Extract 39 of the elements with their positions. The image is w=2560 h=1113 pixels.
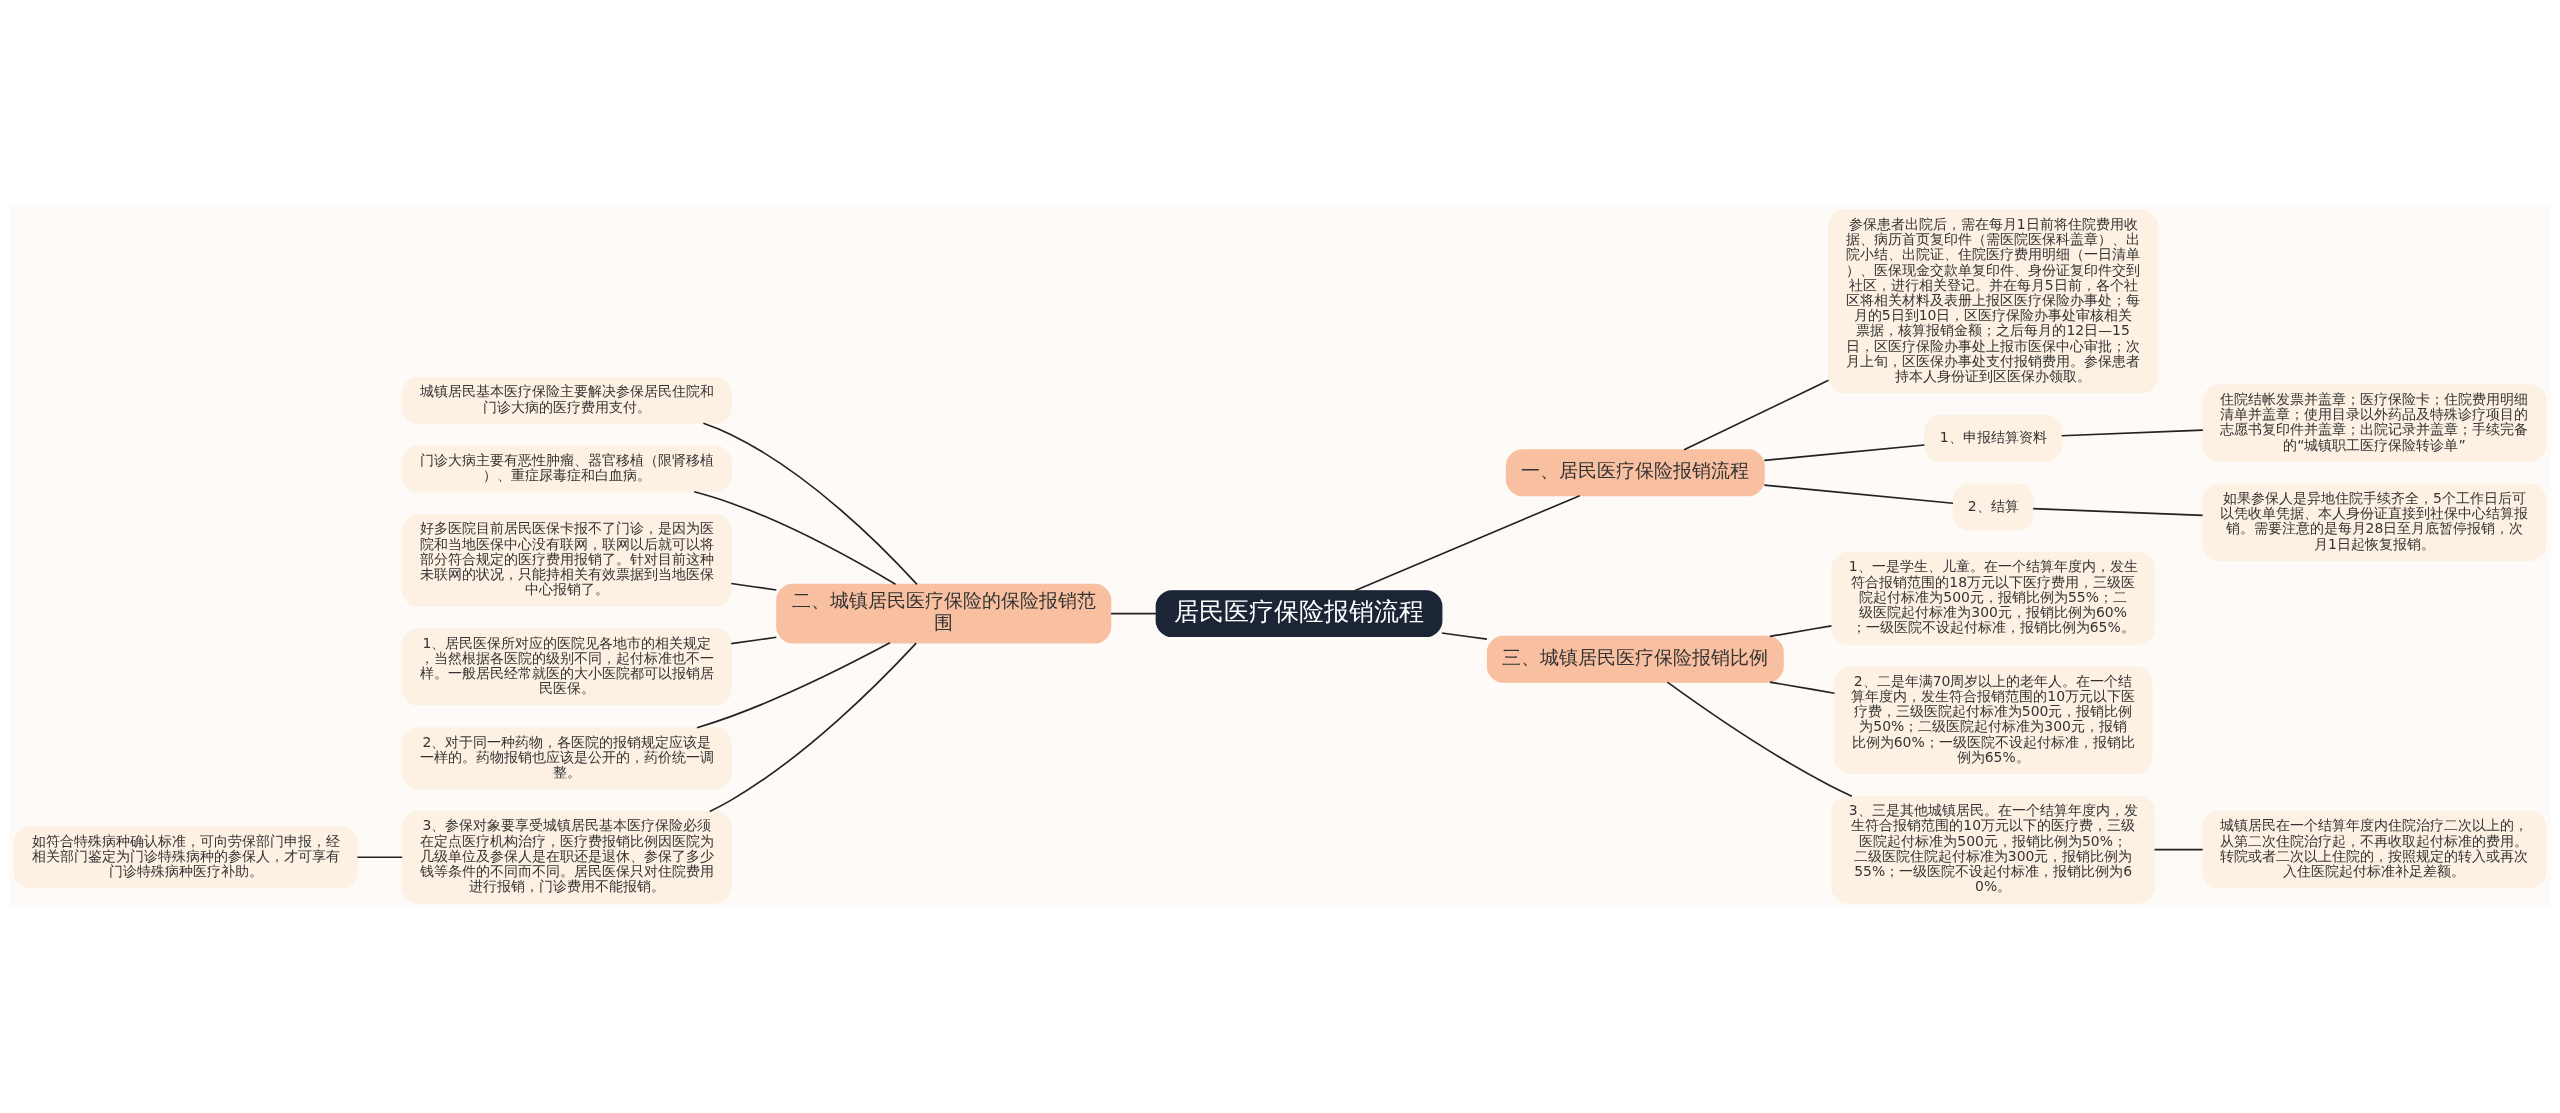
- connector: [1769, 681, 1836, 695]
- connector: [356, 856, 404, 859]
- connector: [730, 636, 778, 645]
- node-box: 3、参保对象要享受城镇居民基本医疗保险必须在定点医疗机构治疗，医疗费报销比例因医院为几级单位及参保人是在职还是退休、参保了多少钱等条件的不同而不同。居民医保只对住院费用进行报销，门诊费用不能报销。: [401, 810, 732, 904]
- connector: [696, 642, 891, 729]
- node-box: 门诊大病主要有恶性肿瘤、器官移植（限肾移植）、重症尿毒症和白血病。: [401, 445, 732, 493]
- connector: [708, 642, 917, 813]
- connector: [1110, 612, 1157, 615]
- node-box: 1、居民医保所对应的医院见各地市的相关规定，当然根据各医院的级别不同，起付标准也不一样。一般居民经常就医的大小医院都可以报销居民医保。: [401, 628, 732, 706]
- node-box: 城镇居民基本医疗保险主要解决参保居民住院和门诊大病的医疗费用支付。: [401, 376, 732, 424]
- node-box: 三、城镇居民医疗保险报销比例: [1486, 635, 1784, 683]
- connector: [1353, 494, 1581, 592]
- node-box: 如果参保人是异地住院手续齐全，5个工作日后可以凭收单凭据、本人身份证直接到社保中心结算报销。需要注意的是每月28日至月底暂停报销，次月1日起恢复报销。: [2202, 483, 2547, 561]
- node-box: 1、一是学生、儿童。在一个结算年度内，发生符合报销范围的18万元以下医疗费用，三级医院起付标准为500元，报销比例为55%；二级医院起付标准为300元，报销比例为60%；一级医院不设起付标准，报销比例为65%。: [1831, 552, 2155, 645]
- connector: [1683, 379, 1830, 451]
- node-box: 1、申报结算资料: [1924, 415, 2063, 462]
- connector: [702, 422, 918, 586]
- connector: [2032, 507, 2204, 517]
- node-box: 2、结算: [1952, 483, 2034, 531]
- node-box: 二、城镇居民医疗保险的保险报销范围: [776, 583, 1112, 644]
- connector: [1763, 484, 1954, 505]
- connector: [2153, 848, 2204, 851]
- node-box: 好多医院目前居民医保卡报不了门诊，是因为医院和当地医保中心没有联网，联网以后就可以将部分符合规定的医疗费用报销了。针对目前这种未联网的状况，只能持相关有效票据到当地医保中心报销了。: [401, 514, 732, 607]
- node-box: 如符合特殊病种确认标准，可向劳保部门申报，经相关部门鉴定为门诊特殊病种的参保人，才可享有门诊特殊病种医疗补助。: [13, 826, 358, 889]
- node-box: 参保患者出院后，需在每月1日前将住院费用收据、病历首页复印件（需医院医保科盖章）、出院小结、出院证、住院医疗费用明细（一日清单）、医保现金交款单复印件、身份证复印件交到社区，进行相关登记。并在每月5日前，各个社区将相关材料及表册上报区医疗保险办事处；每月的5日到10日，区医疗保险办事处审核相关票据，核算报销金额；之后每月的12日—15日，区医疗保险办事处上报市医保中心审批；次月上旬，区医保办事处支付报销费用。参保患者持本人身份证到区医保办领取。: [1828, 209, 2159, 394]
- node-box: 居民医疗保险报销流程: [1155, 590, 1443, 638]
- connector: [1763, 444, 1926, 462]
- node-box: 一、居民医疗保险报销流程: [1505, 449, 1765, 497]
- node-box: 2、二是年满70周岁以上的老年人。在一个结算年度内，发生符合报销范围的10万元以下医疗费，三级医院起付标准为500元，报销比例为50%；二级医院起付标准为300元，报销比例为60%；一级医院不设起付标准，报销比例为65%。: [1833, 666, 2153, 775]
- connector: [2060, 429, 2204, 437]
- connector: [1441, 632, 1488, 640]
- node-box: 2、对于同一种药物，各医院的报销规定应该是一样的。药物报销也应该是公开的，药价统一调整。: [401, 727, 732, 790]
- connector: [730, 582, 778, 591]
- connector: [693, 490, 897, 586]
- node-box: 3、三是其他城镇居民。在一个结算年度内，发生符合报销范围的10万元以下的医疗费，三级医院起付标准为500元，报销比例为50%；二级医院住院起付标准为300元，报销比例为55%；一级医院不设起付标准，报销比例为60%。: [1831, 795, 2155, 904]
- connector: [1769, 625, 1833, 638]
- node-box: 住院结帐发票并盖章；医疗保险卡；住院费用明细清单并盖章；使用目录以外药品及特殊诊疗项目的志愿书复印件并盖章；出院记录并盖章；手续完备的“城镇职工医疗保险转诊单”: [2202, 384, 2547, 462]
- connector: [1666, 681, 1853, 798]
- node-box: 城镇居民在一个结算年度内住院治疗二次以上的，从第二次住院治疗起，不再收取起付标准的费用。转院或者二次以上住院的，按照规定的转入或再次入住医院起付标准补足差额。: [2202, 810, 2547, 889]
